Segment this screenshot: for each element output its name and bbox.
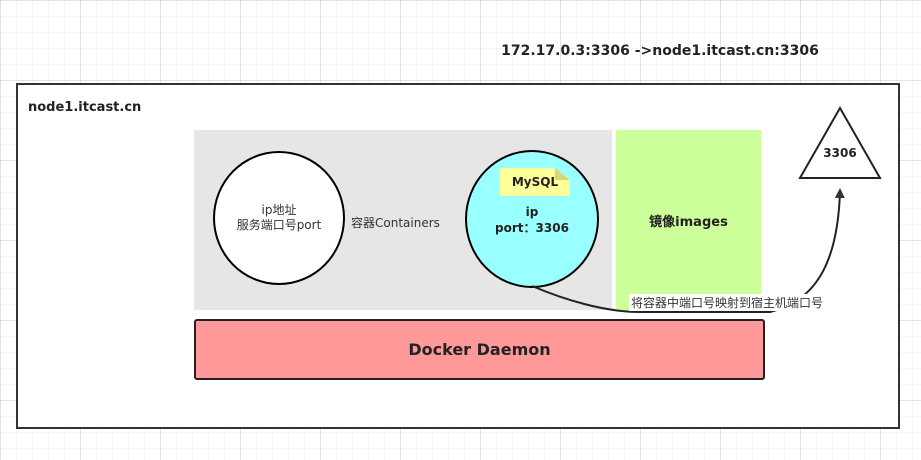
docker-daemon: Docker Daemon <box>194 319 765 380</box>
host-port-label: 3306 <box>823 146 857 160</box>
images-panel: 镜像images <box>616 130 761 310</box>
port-mapping-edge-label: 将容器中端口号映射到宿主机端口号 <box>629 294 826 311</box>
host-title: node1.itcast.cn <box>28 100 142 115</box>
containers-label: 容器Containers <box>351 216 440 230</box>
mysql-info: ip port：3306 <box>465 204 599 236</box>
container-port-label: 服务端口号port <box>236 218 322 232</box>
images-label: 镜像images <box>649 214 728 230</box>
host-port-triangle <box>798 105 882 179</box>
port-mapping-title: 172.17.0.3:3306 ->node1.itcast.cn:3306 <box>501 43 819 59</box>
mysql-note-label: MySQL <box>511 175 559 189</box>
mysql-port-label: port：3306 <box>495 221 569 235</box>
container-ip-label: ip地址 <box>261 203 297 217</box>
mysql-container-node <box>465 150 599 288</box>
port-mapping-arrow <box>531 188 845 313</box>
container-node: ip地址 服务端口号port <box>213 151 345 285</box>
docker-daemon-label: Docker Daemon <box>408 340 551 359</box>
mysql-ip-label: ip <box>525 205 539 219</box>
